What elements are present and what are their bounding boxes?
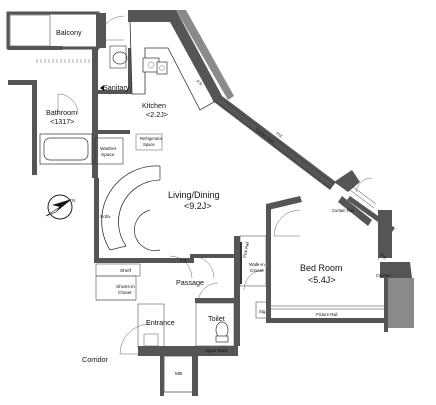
svg-text:N: N	[72, 198, 75, 203]
sofa-curved	[101, 165, 161, 251]
wall-stub-west	[8, 80, 36, 85]
wall-toilet-south	[196, 346, 238, 356]
bedroom-walls	[239, 196, 388, 323]
label-bathroom-size: <1317>	[50, 117, 74, 126]
shelf-box	[95, 263, 141, 277]
label-pick-rail: Pick Rail	[242, 241, 250, 258]
label-bedroom-size: <5.4J>	[308, 275, 336, 285]
label-washer-1: Washer	[100, 146, 117, 152]
wall-sanitary-west	[92, 48, 98, 178]
sink-fixture	[112, 51, 128, 65]
label-shoesin-1: Shoes-in	[116, 284, 135, 290]
wall-entrance-south	[138, 346, 198, 356]
label-counter: Counter	[376, 273, 392, 278]
wall-sanitary-south	[94, 90, 132, 94]
label-toilet: Toilet	[208, 314, 225, 323]
label-living-size: <9.2J>	[184, 201, 212, 211]
wall-passage-east	[234, 236, 240, 346]
label-shelf: Shelf	[120, 268, 132, 274]
label-balcony: Balcony	[56, 28, 82, 37]
label-living: Living/Dining	[168, 190, 220, 200]
label-upper-rack: Upper Rack	[205, 348, 228, 353]
toilet-room	[195, 302, 235, 347]
north-east-wall	[128, 10, 336, 190]
label-fix-1: FIX	[275, 131, 283, 139]
label-entrance: Entrance	[146, 318, 175, 327]
toilet-bowl	[215, 321, 229, 339]
label-walkin-2: Closet	[250, 268, 264, 274]
label-corridor: Corridor	[82, 355, 109, 364]
wall-north-bath	[8, 46, 63, 50]
label-walkin-1: Walk-in	[249, 262, 265, 268]
wall-toilet-north	[195, 298, 235, 303]
label-shoesin-2: Closet	[118, 290, 132, 296]
label-refrigerator-2: Space	[143, 142, 156, 147]
kitchen-counter	[129, 19, 215, 111]
label-bedroom: Bed Room	[300, 263, 343, 273]
label-kitchen-size: <2.2J>	[146, 110, 168, 119]
wall-passage-north	[190, 254, 236, 258]
label-sofa: Sofa	[100, 214, 110, 220]
label-kitchen: Kitchen	[142, 101, 166, 110]
balcony-area	[6, 11, 125, 50]
east-wall	[334, 170, 414, 332]
label-sanitary: Sanitary	[103, 83, 130, 92]
label-fix-2: FIX	[180, 258, 187, 263]
label-mb: MB	[175, 371, 182, 377]
label-curtain-rail-2: Curtain Rail	[332, 208, 354, 213]
wall-shelf-north	[94, 258, 194, 263]
label-storage: Stg.	[259, 309, 266, 314]
bathtub	[39, 133, 93, 165]
label-bathroom: Bathroom	[46, 108, 77, 117]
compass-north-icon: N	[45, 194, 75, 220]
label-refrigerator-1: Refrigerator	[140, 136, 163, 141]
wall-living-west	[94, 178, 99, 258]
washer-space-box	[94, 137, 124, 165]
label-passage: Passage	[176, 278, 204, 287]
label-washer-2: Space	[101, 152, 115, 158]
wall-west-bath	[32, 80, 37, 175]
wall-sanitary-east	[128, 48, 133, 94]
label-pipe-space: P.S	[195, 79, 203, 87]
label-pipe-space-2: P.S	[379, 253, 387, 261]
wall-bath-south	[94, 130, 130, 134]
label-picture-rail: Picture Rail	[316, 312, 337, 317]
